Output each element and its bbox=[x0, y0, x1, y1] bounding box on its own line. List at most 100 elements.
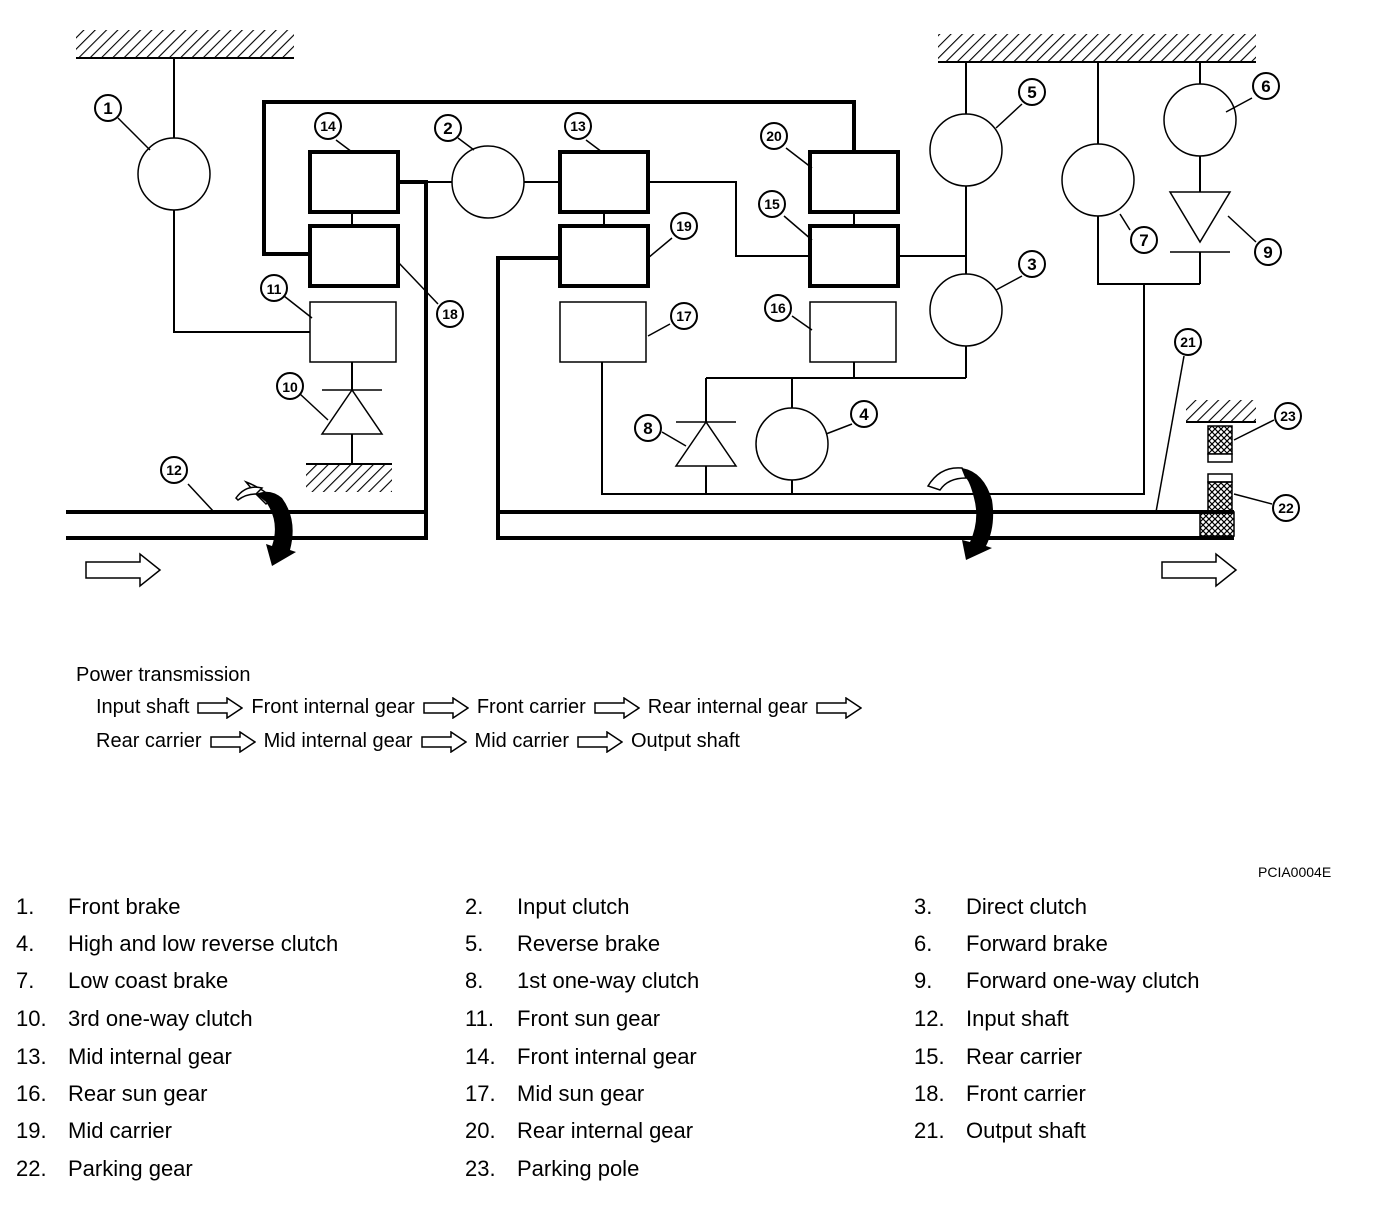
one-way-clutch-9 bbox=[1168, 191, 1232, 253]
callout-23: 23 bbox=[1274, 402, 1302, 430]
flow-arrow-icon bbox=[423, 696, 469, 719]
flow-arrow-icon bbox=[197, 696, 244, 719]
callout-21: 21 bbox=[1174, 328, 1202, 356]
one-way-clutch-10 bbox=[320, 388, 384, 435]
rotation-arrow-input bbox=[235, 480, 296, 566]
flow-arrow-icon bbox=[209, 730, 256, 753]
box-11-front-sun-gear bbox=[309, 301, 397, 363]
svg-text:4: 4 bbox=[859, 405, 869, 424]
power-flow-row-2: Rear carrier Mid internal gear Mid carri… bbox=[96, 730, 740, 753]
svg-text:10: 10 bbox=[282, 379, 298, 395]
output-direction-arrow bbox=[1161, 552, 1238, 588]
clutch-brake-circles bbox=[137, 83, 1237, 481]
figure-code: PCIA0004E bbox=[1258, 864, 1332, 880]
svg-text:8: 8 bbox=[643, 419, 652, 438]
planetary-boxes bbox=[308, 150, 900, 363]
callout-15: 15 bbox=[758, 190, 786, 218]
box-16-rear-sun-gear bbox=[809, 301, 897, 363]
flow-arrow-icon bbox=[577, 730, 623, 753]
callout-18: 18 bbox=[436, 300, 464, 328]
callout-labels: 1 2 3 4 5 6 7 8 9 10 11 12 13 14 15 16 1… bbox=[94, 72, 1302, 522]
callout-12: 12 bbox=[160, 456, 188, 484]
svg-text:18: 18 bbox=[442, 306, 458, 322]
callout-16: 16 bbox=[764, 294, 792, 322]
circle-2-input-clutch bbox=[451, 145, 525, 219]
flow-arrow-icon bbox=[420, 730, 467, 753]
callout-19: 19 bbox=[670, 212, 698, 240]
shaft-lines bbox=[66, 100, 1234, 540]
one-way-clutch-8 bbox=[674, 420, 738, 467]
callout-5: 5 bbox=[1018, 78, 1046, 106]
callout-17: 17 bbox=[670, 302, 698, 330]
leader-lines bbox=[117, 97, 1275, 513]
callout-7: 7 bbox=[1130, 226, 1158, 254]
callout-22: 22 bbox=[1272, 494, 1300, 522]
rotation-arrow-output bbox=[926, 467, 994, 560]
flow-item: Mid internal gear bbox=[263, 730, 413, 752]
box-20-rear-internal-gear bbox=[808, 150, 900, 214]
svg-text:17: 17 bbox=[676, 308, 692, 324]
box-19-mid-carrier bbox=[558, 224, 650, 288]
flow-arrow-icon bbox=[816, 696, 862, 719]
svg-text:6: 6 bbox=[1261, 77, 1270, 96]
callout-9: 9 bbox=[1254, 238, 1282, 266]
flow-item: Rear internal gear bbox=[647, 696, 808, 718]
svg-text:12: 12 bbox=[166, 462, 182, 478]
circle-4-high-low-reverse-clutch bbox=[755, 407, 829, 481]
callout-11: 11 bbox=[260, 274, 288, 302]
callout-10: 10 bbox=[276, 372, 304, 400]
svg-text:2: 2 bbox=[443, 119, 452, 138]
callout-6: 6 bbox=[1252, 72, 1280, 100]
callout-14: 14 bbox=[314, 112, 342, 140]
svg-text:22: 22 bbox=[1278, 500, 1294, 516]
callout-20: 20 bbox=[760, 122, 788, 150]
flow-item: Output shaft bbox=[631, 730, 740, 752]
flow-item: Front internal gear bbox=[251, 696, 415, 718]
box-14-front-internal-gear bbox=[308, 150, 400, 214]
svg-text:20: 20 bbox=[766, 128, 782, 144]
circle-5-reverse-brake bbox=[929, 113, 1003, 187]
parking-gear bbox=[1199, 473, 1235, 537]
circle-1-front-brake bbox=[137, 137, 211, 211]
callout-13: 13 bbox=[564, 112, 592, 140]
power-transmission-title: Power transmission bbox=[76, 664, 251, 686]
ground-hatch-top-right bbox=[938, 34, 1256, 63]
svg-text:21: 21 bbox=[1180, 334, 1196, 350]
circle-7-low-coast-brake bbox=[1061, 143, 1135, 217]
callout-3: 3 bbox=[1018, 250, 1046, 278]
svg-text:3: 3 bbox=[1027, 255, 1036, 274]
callout-4: 4 bbox=[850, 400, 878, 428]
power-flow-row-1: Input shaft Front internal gear Front ca… bbox=[96, 696, 870, 719]
svg-text:15: 15 bbox=[764, 196, 780, 212]
circle-3-direct-clutch bbox=[929, 273, 1003, 347]
parking-pole bbox=[1207, 425, 1233, 463]
callout-1: 1 bbox=[94, 94, 122, 122]
callout-2: 2 bbox=[434, 114, 462, 142]
box-17-mid-sun-gear bbox=[559, 301, 647, 363]
svg-text:16: 16 bbox=[770, 300, 786, 316]
box-18-front-carrier bbox=[308, 224, 400, 288]
circle-6-forward-brake bbox=[1163, 83, 1237, 157]
svg-text:7: 7 bbox=[1139, 231, 1148, 250]
box-13-mid-internal-gear bbox=[558, 150, 650, 214]
svg-text:9: 9 bbox=[1263, 243, 1272, 262]
flow-item: Input shaft bbox=[96, 696, 190, 718]
svg-text:14: 14 bbox=[320, 118, 336, 134]
flow-item: Front carrier bbox=[476, 696, 586, 718]
svg-text:5: 5 bbox=[1027, 83, 1036, 102]
input-direction-arrow bbox=[85, 552, 162, 588]
callout-8: 8 bbox=[634, 414, 662, 442]
svg-text:11: 11 bbox=[267, 281, 282, 297]
flow-arrow-icon bbox=[593, 696, 640, 719]
ground-hatch-bottom bbox=[306, 463, 392, 492]
connecting-lines bbox=[173, 58, 1201, 495]
svg-text:1: 1 bbox=[103, 99, 112, 118]
ground-hatch-top-left bbox=[76, 30, 294, 59]
svg-text:19: 19 bbox=[676, 218, 692, 234]
ground-hatch-parking bbox=[1186, 400, 1256, 423]
flow-item: Rear carrier bbox=[96, 730, 202, 752]
svg-text:13: 13 bbox=[570, 118, 586, 134]
transmission-schematic: 1 2 3 4 5 6 7 8 9 10 11 12 13 14 15 16 1… bbox=[66, 30, 1302, 588]
svg-text:23: 23 bbox=[1280, 408, 1296, 424]
box-15-rear-carrier bbox=[808, 224, 900, 288]
